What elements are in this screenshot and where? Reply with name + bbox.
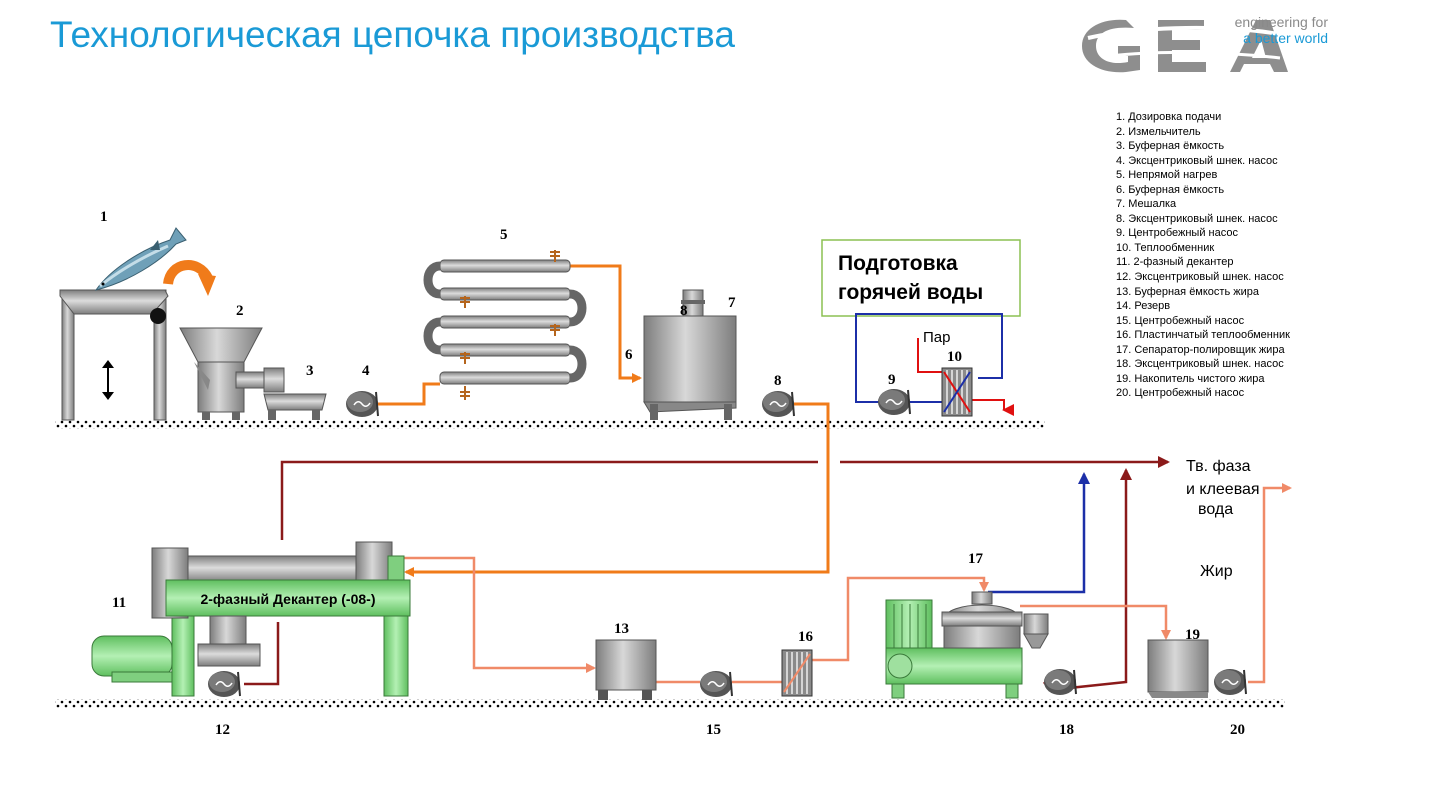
pump-18	[1043, 668, 1077, 696]
fat-output-label: Жир	[1200, 563, 1233, 580]
hot-water-box	[821, 239, 1021, 317]
legend-item: 10. Теплообменник	[1116, 241, 1215, 254]
equipment-number: 10	[947, 349, 962, 365]
legend-item: 13. Буферная ёмкость жира	[1116, 285, 1259, 298]
legend-item: 6. Буферная ёмкость	[1116, 183, 1225, 196]
equipment-number: 17	[968, 551, 984, 567]
decanter-label: 2-фазный Декантер (-08-)	[200, 591, 375, 607]
feeder-station	[59, 289, 169, 421]
logo-tagline-line2: a better world	[1243, 30, 1328, 46]
pump-8	[761, 390, 795, 418]
equipment-number: 19	[1185, 627, 1200, 643]
legend-item: 20. Центробежный насос	[1116, 387, 1245, 400]
equipment-number: 5	[500, 227, 508, 243]
legend-item: 16. Пластинчатый теплообменник	[1116, 329, 1290, 342]
solid-phase-label-line2: и клеевая	[1186, 481, 1260, 498]
solid-phase-label-line1: Тв. фаза	[1186, 458, 1251, 475]
grinder	[179, 327, 285, 420]
legend-item: 7. Мешалка	[1116, 198, 1177, 211]
legend-item: 14. Резерв	[1116, 300, 1171, 313]
equipment-legend: 1. Дозировка подачи 2. Измельчитель 3. Б…	[1116, 110, 1290, 401]
logo-tagline-line1: engineering for	[1234, 14, 1328, 30]
heat-exchanger-10	[941, 367, 973, 417]
legend-item: 17. Сепаратор-полировщик жира	[1116, 343, 1285, 356]
separator-blue-line	[988, 472, 1090, 594]
pump-9	[877, 388, 911, 416]
equipment-number: 1	[100, 209, 108, 225]
decanter	[91, 541, 411, 697]
legend-item: 5. Непрямой нагрев	[1116, 169, 1218, 182]
indirect-heater	[423, 250, 587, 400]
equipment-number: 6	[625, 347, 633, 363]
hot-water-title-line2: горячей воды	[838, 281, 983, 304]
pump-12	[207, 670, 241, 698]
equipment-number: 7	[728, 295, 736, 311]
floor-upper	[55, 420, 1045, 429]
buffer-tank-mixer	[643, 289, 737, 420]
buffer-tank-3	[263, 393, 327, 420]
equipment-number: 20	[1230, 722, 1245, 738]
legend-item: 18. Эксцентриковый шнек. насос	[1116, 358, 1284, 371]
legend-item: 4. Эксцентриковый шнек. насос	[1116, 154, 1278, 167]
pump-4	[345, 390, 379, 418]
equipment-number: 3	[306, 363, 314, 379]
legend-item: 1. Дозировка подачи	[1116, 111, 1222, 123]
fish-icon	[94, 227, 187, 291]
legend-item: 15. Центробежный насос	[1116, 314, 1245, 327]
equipment-number: 4	[362, 363, 370, 379]
transfer-arrow-icon	[163, 260, 216, 296]
equipment-number: 12	[215, 722, 230, 738]
equipment-number: 18	[1059, 722, 1074, 738]
equipment-number: 8	[680, 303, 688, 319]
legend-item: 9. Центробежный насос	[1116, 227, 1238, 240]
solid-phase-label-line3: вода	[1198, 501, 1233, 518]
gea-logo: engineering for a better world	[1080, 12, 1390, 76]
hot-product-line	[378, 264, 830, 577]
page-title: Технологическая цепочка производства	[50, 14, 735, 55]
equipment-number: 13	[614, 621, 629, 637]
pump-20	[1213, 668, 1247, 696]
legend-item: 12. Эксцентриковый шнек. насос	[1116, 271, 1284, 284]
legend-item: 8. Эксцентриковый шнек. насос	[1116, 212, 1278, 225]
clean-fat-tank	[1147, 639, 1209, 698]
fat-buffer-tank	[595, 639, 657, 700]
legend-item: 19. Накопитель чистого жира	[1116, 372, 1265, 385]
fat-line	[404, 483, 1292, 684]
equipment-number: 2	[236, 303, 244, 319]
water-loop	[855, 313, 1003, 403]
equipment-number: 8	[774, 373, 782, 389]
floor-lower	[55, 699, 1285, 708]
gea-logo-mark	[1082, 19, 1291, 73]
equipment-numbers: 1 2 3 4 5 6 7 8 8 9 10 11 12 13 15 16 17…	[100, 209, 1245, 738]
equipment-number: 16	[798, 629, 814, 645]
legend-item: 11. 2-фазный декантер	[1116, 256, 1234, 269]
plate-heat-exchanger	[781, 649, 813, 697]
equipment-number: 15	[706, 722, 721, 738]
pump-15	[699, 670, 733, 698]
equipment-number: 11	[112, 595, 126, 611]
fat-separator	[885, 591, 1049, 699]
steam-label: Пар	[923, 329, 950, 346]
legend-item: 2. Измельчитель	[1116, 125, 1201, 138]
hot-water-title-line1: Подготовка	[838, 252, 958, 275]
equipment-number: 9	[888, 372, 896, 388]
legend-item: 3. Буферная ёмкость	[1116, 140, 1225, 153]
